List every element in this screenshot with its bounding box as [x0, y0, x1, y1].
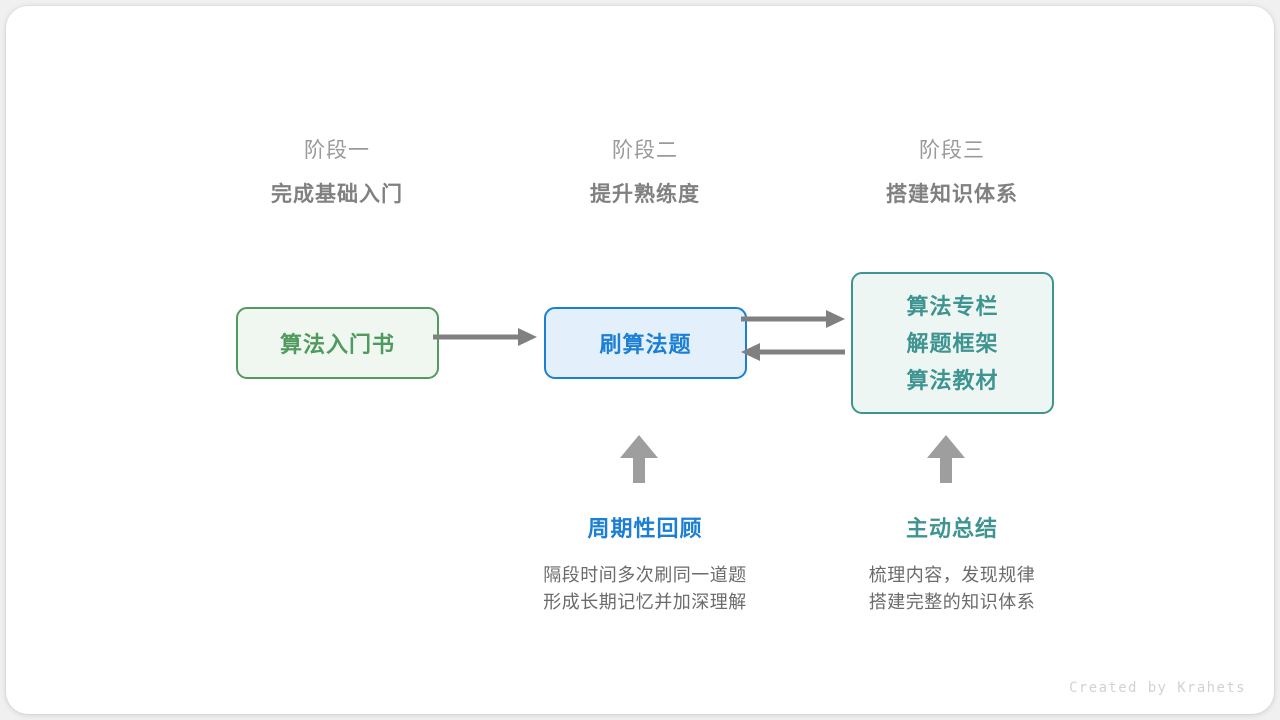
- node-box-practice-problems[interactable]: 刷算法题: [544, 307, 747, 379]
- node-box-knowledge-resources[interactable]: 算法专栏 解题框架 算法教材: [851, 272, 1054, 414]
- arrow-green-to-blue: [433, 328, 537, 346]
- node-box-knowledge-line-2: 解题框架: [906, 330, 999, 356]
- annotation-periodic-review-desc-line-2: 形成长期记忆并加深理解: [543, 592, 747, 612]
- stage-1-name: 阶段一: [304, 139, 370, 162]
- footer-credit: Created by Krahets: [1069, 680, 1246, 696]
- annotation-periodic-review-title: 周期性回顾: [587, 516, 703, 541]
- stage-header-1: 阶段一 完成基础入门: [207, 136, 467, 210]
- stage-2-name: 阶段二: [612, 139, 678, 162]
- node-box-knowledge-line-3: 算法教材: [906, 367, 999, 393]
- node-box-knowledge-line-1: 算法专栏: [906, 293, 999, 319]
- stage-3-name: 阶段三: [919, 139, 985, 162]
- annotation-active-summary: 主动总结 梳理内容，发现规律 搭建完整的知识体系: [802, 514, 1102, 616]
- arrow-blue-to-teal: [741, 310, 845, 328]
- node-box-intro-book-label: 算法入门书: [279, 332, 395, 357]
- stage-header-3: 阶段三 搭建知识体系: [822, 136, 1082, 210]
- stage-header-2: 阶段二 提升熟练度: [515, 136, 775, 210]
- annotation-active-summary-title: 主动总结: [905, 516, 998, 541]
- annotation-active-summary-desc-line-1: 梳理内容，发现规律: [868, 565, 1036, 585]
- annotation-periodic-review-desc: 隔段时间多次刷同一道题 形成长期记忆并加深理解: [495, 562, 795, 616]
- arrow-summary-up-icon: [927, 435, 965, 483]
- arrow-review-up-icon: [620, 435, 658, 483]
- annotation-periodic-review-desc-line-1: 隔段时间多次刷同一道题: [543, 565, 747, 585]
- annotation-periodic-review: 周期性回顾 隔段时间多次刷同一道题 形成长期记忆并加深理解: [495, 514, 795, 616]
- annotation-active-summary-desc-line-2: 搭建完整的知识体系: [868, 592, 1036, 612]
- annotation-active-summary-desc: 梳理内容，发现规律 搭建完整的知识体系: [802, 562, 1102, 616]
- node-box-intro-book[interactable]: 算法入门书: [236, 307, 439, 379]
- arrow-teal-to-blue: [741, 343, 845, 361]
- stage-2-title: 提升熟练度: [590, 183, 700, 206]
- stage-3-title: 搭建知识体系: [886, 183, 1018, 206]
- stage-1-title: 完成基础入门: [271, 183, 403, 206]
- diagram-card: 阶段一 完成基础入门 阶段二 提升熟练度 阶段三 搭建知识体系 算法入门书 刷算…: [6, 6, 1274, 714]
- node-box-practice-problems-label: 刷算法题: [599, 332, 692, 357]
